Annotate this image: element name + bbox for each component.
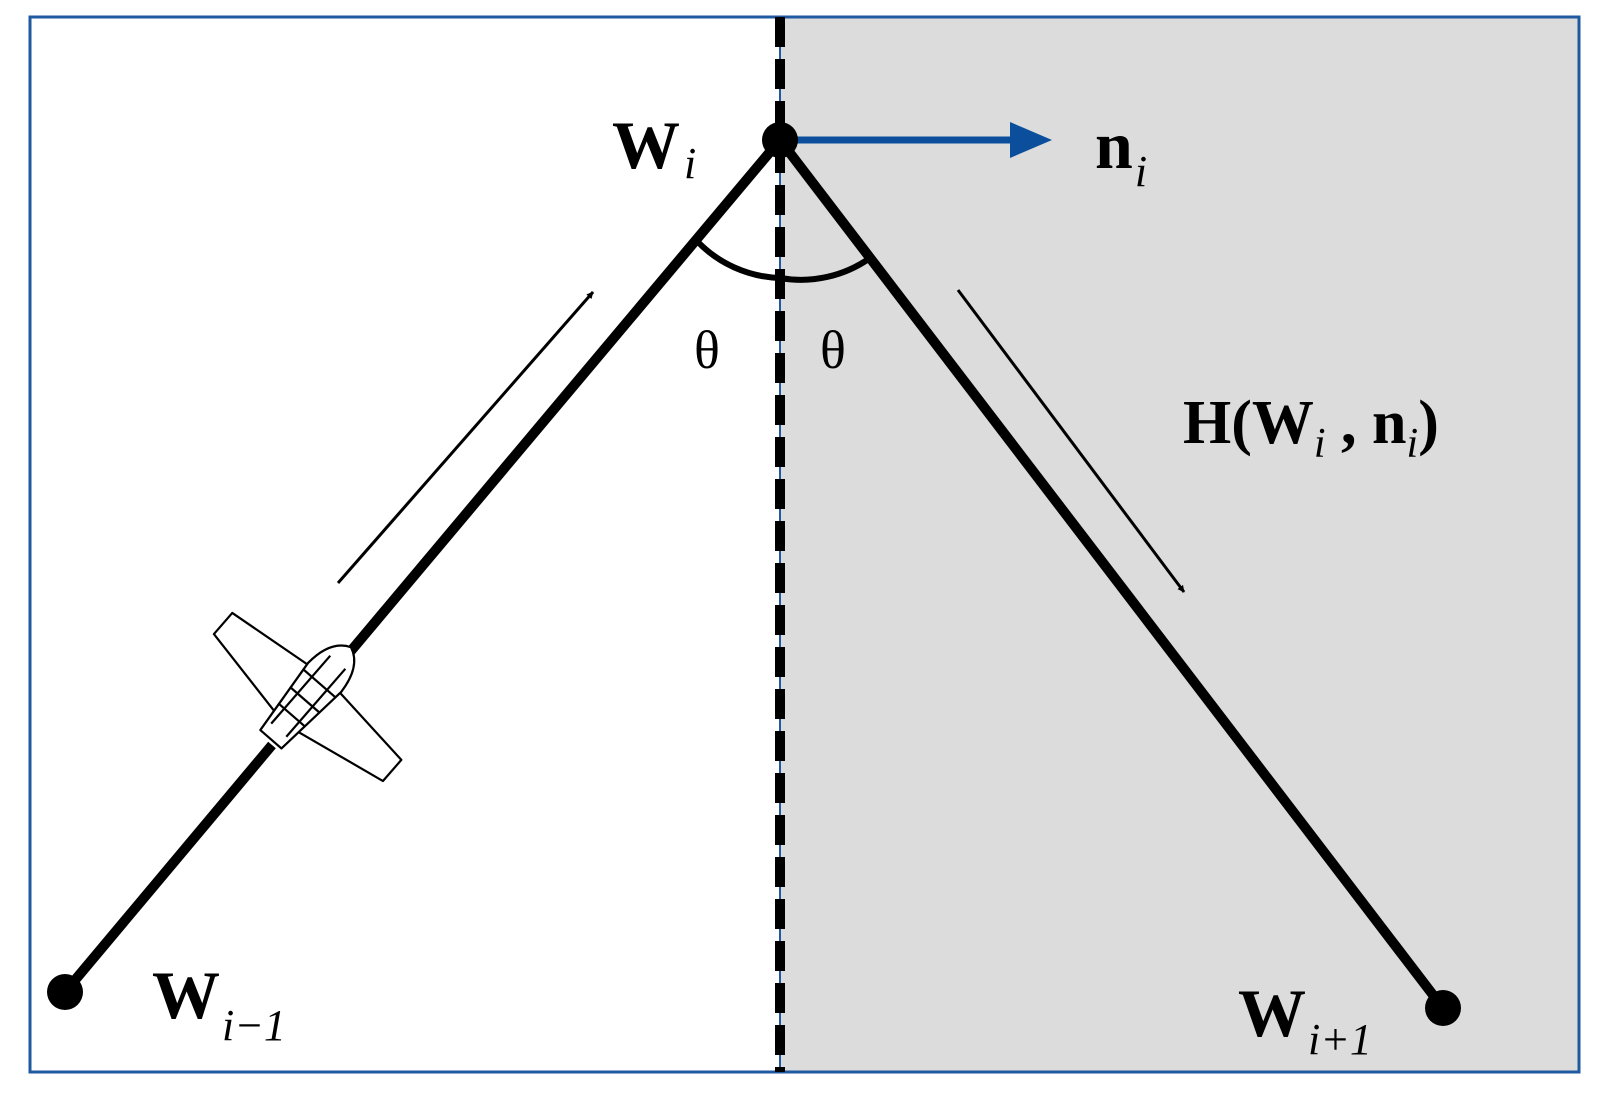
direction-arrow-outgoing — [956, 289, 1186, 593]
path-segment-incoming-lower — [61, 741, 276, 996]
label-waypoint-i: Wi — [612, 107, 696, 188]
path-segment-incoming-upper — [341, 136, 784, 662]
label-normal-vector: ni — [1095, 107, 1147, 196]
shaded-region — [780, 17, 1579, 1072]
diagram-frame — [28, 15, 1581, 1074]
angle-arc-right — [779, 255, 872, 283]
label-reflection-function: H(Wi , ni) — [1183, 389, 1439, 467]
label-waypoint-i-minus-1: Wi−1 — [152, 957, 286, 1050]
label-theta-right: θ — [820, 320, 846, 380]
waypoint-i-minus-1 — [47, 974, 83, 1010]
direction-arrow-incoming — [336, 291, 595, 584]
fixed-wing-uav-icon — [212, 611, 403, 783]
path-segment-outgoing — [776, 136, 1447, 1012]
waypoint-i — [762, 122, 798, 158]
angle-arc-left — [693, 237, 781, 281]
waypoint-i-plus-1 — [1425, 990, 1461, 1026]
normal-vector-arrowhead — [1010, 122, 1052, 158]
label-theta-left: θ — [694, 320, 720, 380]
label-waypoint-i-plus-1: Wi+1 — [1238, 975, 1372, 1064]
